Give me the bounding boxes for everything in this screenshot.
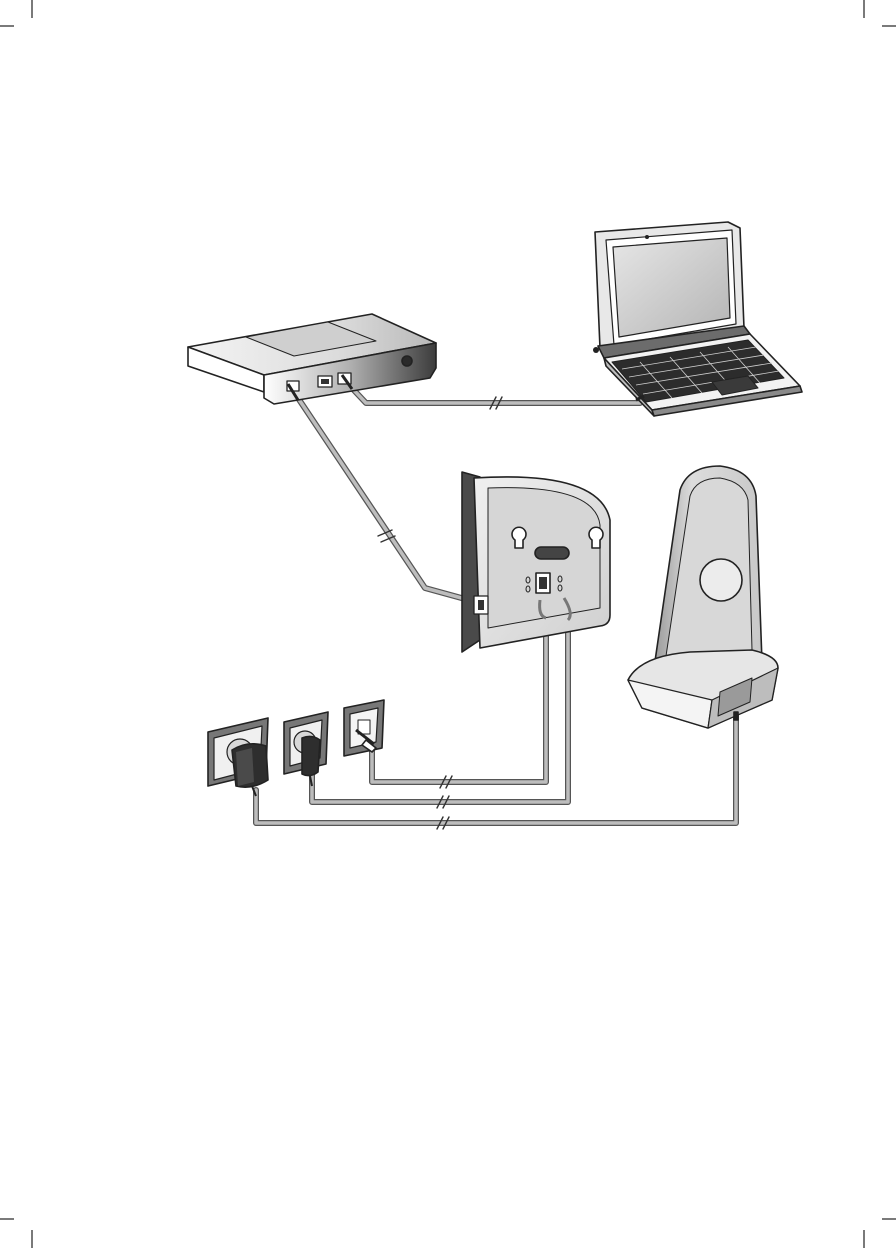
base-station-back-icon [462, 472, 610, 652]
handset-in-charger-icon [628, 466, 778, 728]
telephone-wall-jack-icon [344, 700, 384, 756]
router-icon [188, 314, 436, 404]
power-outlet-icon [208, 718, 268, 796]
power-outlet-icon [284, 712, 328, 786]
laptop-icon [593, 222, 802, 416]
ethernet-cable-router-base [298, 398, 476, 602]
